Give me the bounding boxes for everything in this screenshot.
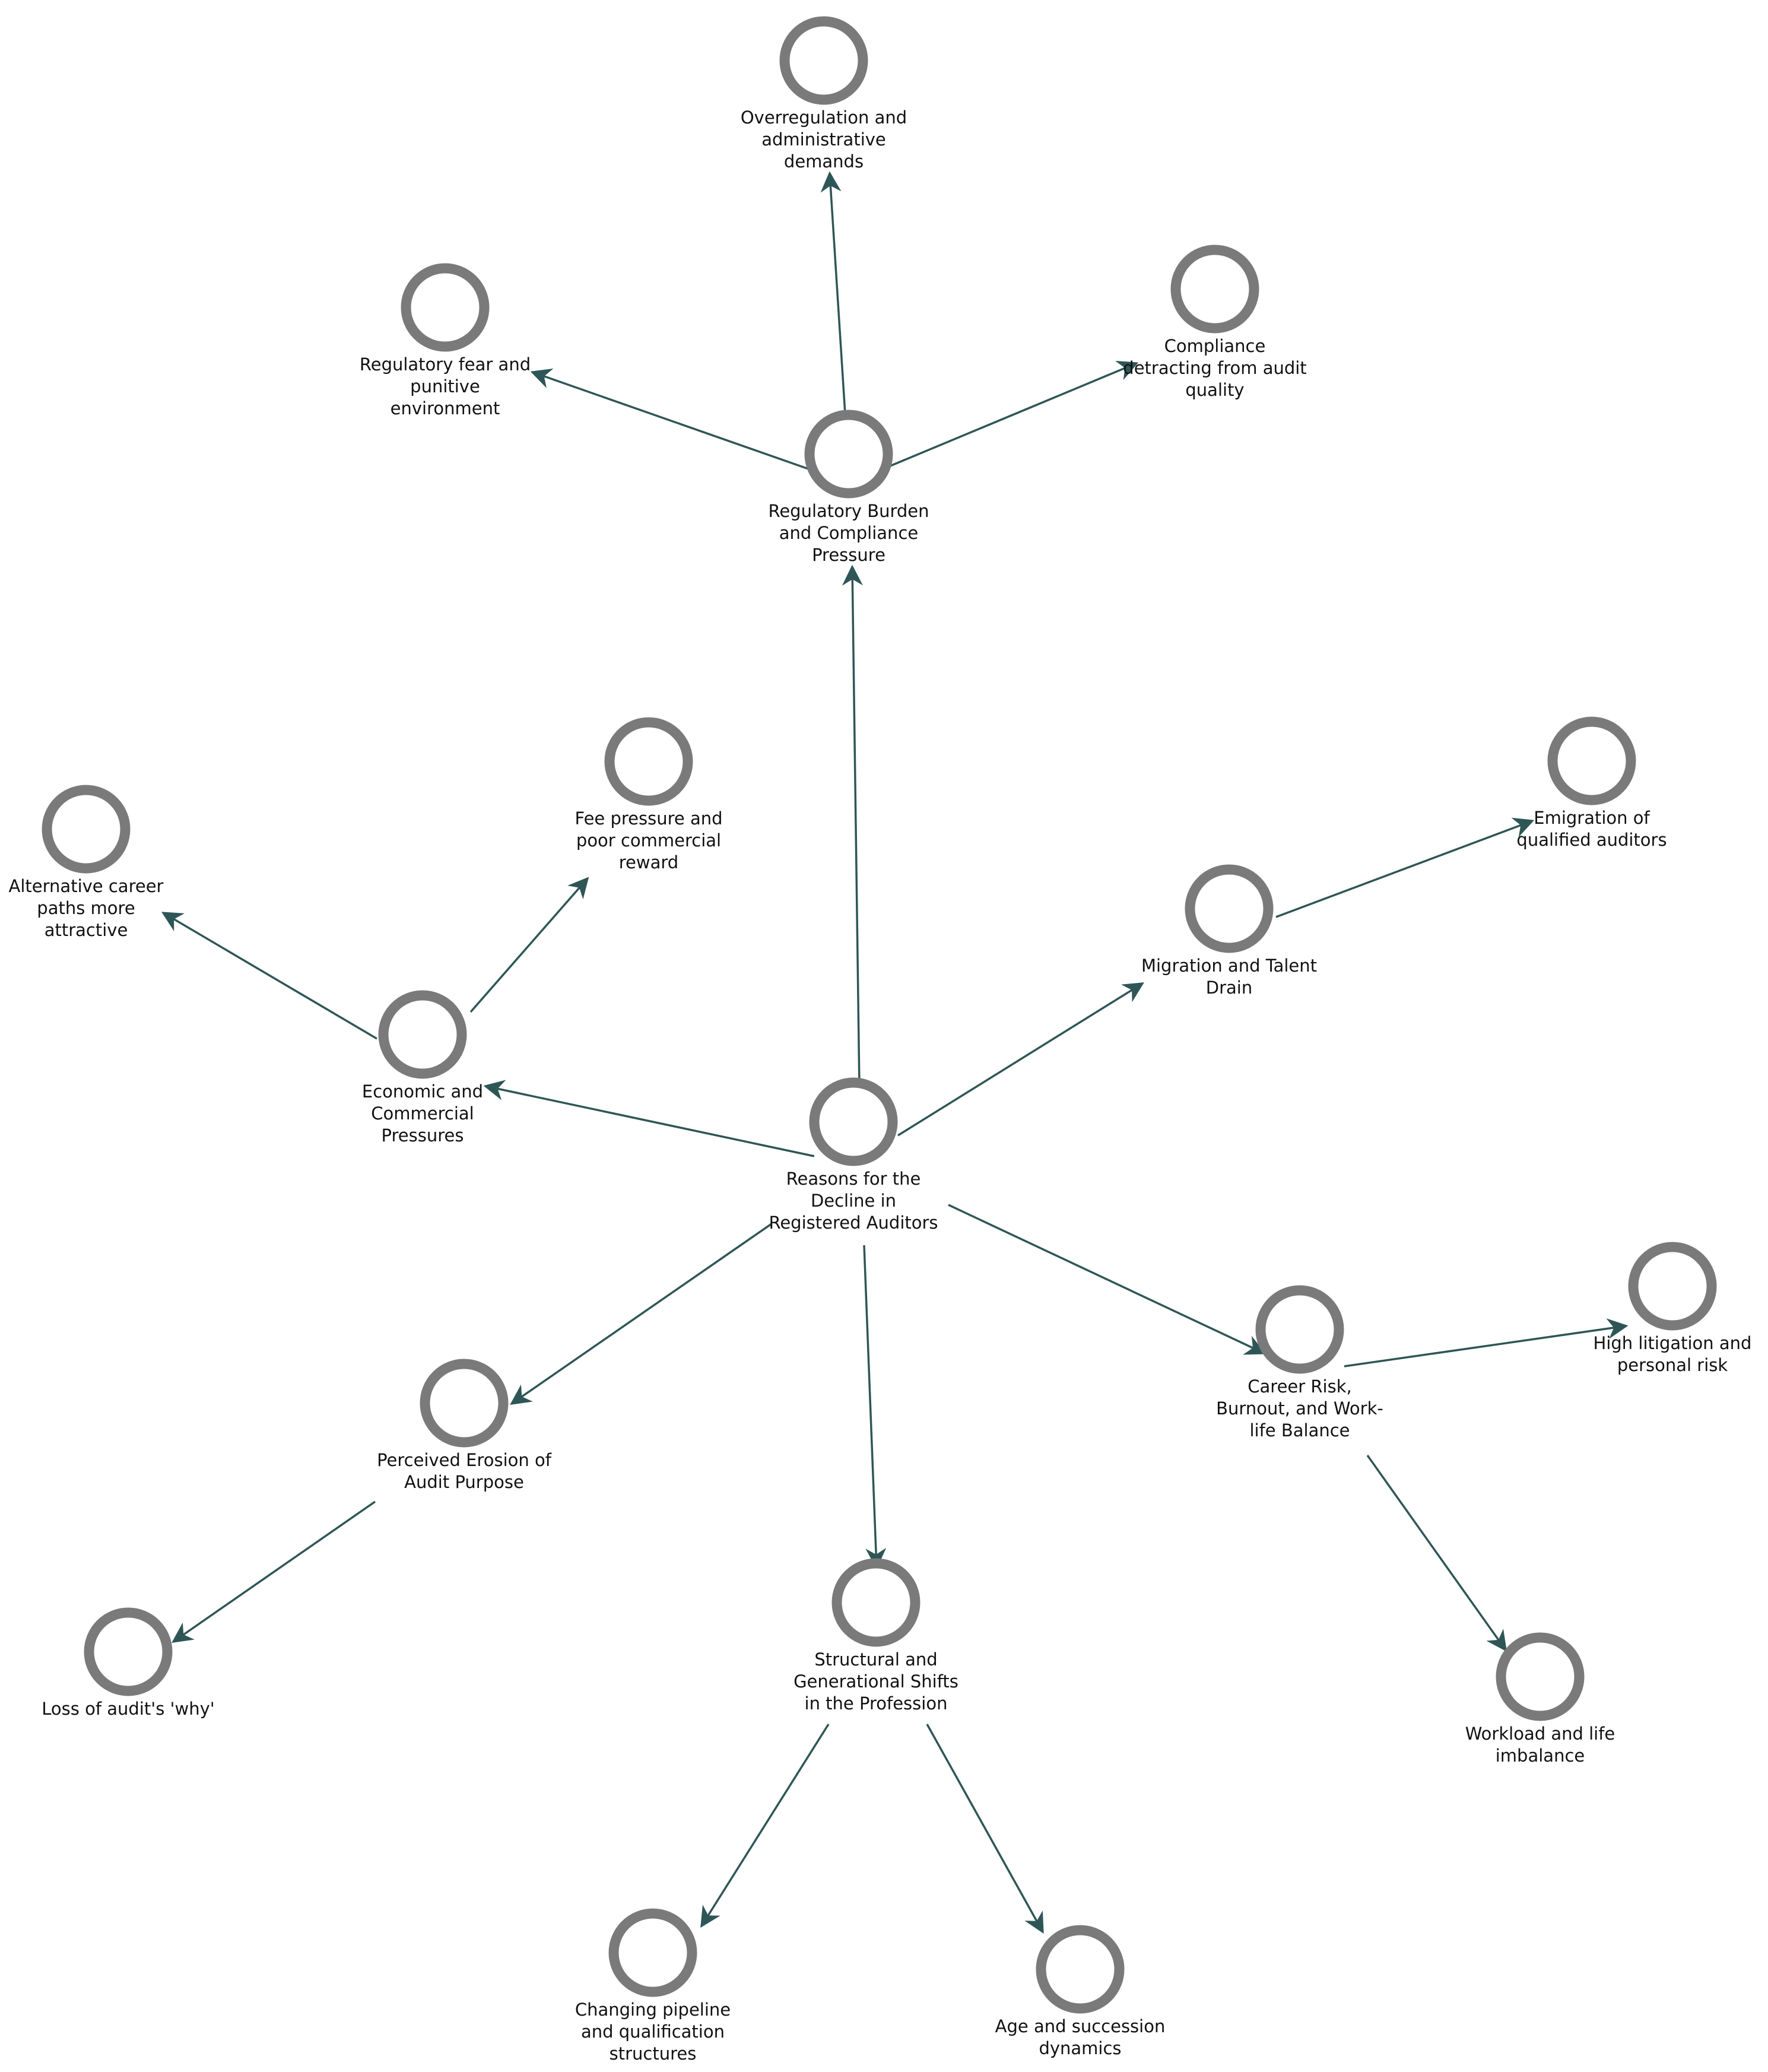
nodes-layer: [42, 16, 1717, 2014]
node-circle-regulatory[interactable]: [804, 410, 893, 499]
edge-arrow-erosion-to-loss_why: [172, 1500, 376, 1643]
node-circle-pipeline[interactable]: [608, 1908, 697, 1997]
node-circle-economic[interactable]: [378, 990, 467, 1079]
node-label-litigation: High litigation and personal risk: [1593, 1333, 1752, 1375]
node-label-regulatory: Regulatory Burden and Compliance Pressur…: [768, 501, 929, 565]
node-label-workload: Workload and life imbalance: [1465, 1724, 1615, 1766]
edge-arrow-regulatory-to-overregulation: [820, 171, 846, 414]
edge-arrow-root-to-erosion: [510, 1223, 772, 1405]
node-label-erosion: Perceived Erosion of Audit Purpose: [377, 1450, 551, 1492]
node-label-reg_fear: Regulatory fear and punitive environment: [359, 354, 531, 418]
node-label-pipeline: Changing pipeline and qualification stru…: [574, 2000, 731, 2064]
node-label-structural: Structural and Generational Shifts in th…: [793, 1649, 958, 1714]
node-circle-erosion[interactable]: [420, 1359, 509, 1448]
node-label-loss_why: Loss of audit's 'why': [42, 1699, 215, 1719]
node-circle-emigration[interactable]: [1547, 716, 1636, 805]
edge-arrow-career-to-litigation: [1344, 1318, 1629, 1367]
node-label-economic: Economic and Commercial Pressures: [361, 1081, 484, 1146]
node-circle-fee[interactable]: [604, 717, 693, 806]
node-circle-overregulation[interactable]: [779, 16, 868, 105]
edge-arrow-migration-to-emigration: [1275, 817, 1535, 918]
node-label-alternative: Alternative career paths more attractive: [8, 876, 164, 940]
node-circle-alternative[interactable]: [42, 785, 131, 874]
edge-arrow-structural-to-pipeline: [700, 1724, 830, 1928]
edge-arrow-structural-to-age: [926, 1724, 1044, 1934]
node-circle-structural[interactable]: [831, 1558, 920, 1647]
node-circle-workload[interactable]: [1496, 1632, 1585, 1721]
edge-arrow-root-to-migration: [897, 982, 1144, 1137]
edge-arrow-root-to-structural: [863, 1245, 887, 1569]
node-circle-compliance[interactable]: [1170, 245, 1259, 334]
node-label-compliance: Compliance detracting from audit quality: [1123, 336, 1307, 400]
node-label-emigration: Emigration of qualified auditors: [1516, 808, 1667, 850]
edge-arrow-career-to-workload: [1366, 1454, 1507, 1652]
node-label-fee: Fee pressure and poor commercial reward: [574, 808, 723, 872]
edge-arrow-regulatory-to-compliance: [890, 360, 1139, 467]
node-label-career: Career Risk, Burnout, and Work- life Bal…: [1216, 1376, 1383, 1440]
edge-arrow-regulatory-to-reg_fear: [530, 368, 809, 470]
node-label-overregulation: Overregulation and administrative demand…: [740, 107, 907, 172]
node-circle-migration[interactable]: [1185, 864, 1274, 953]
edge-arrow-economic-to-alternative: [161, 912, 377, 1040]
node-label-migration: Migration and Talent Drain: [1141, 956, 1318, 998]
edge-arrow-root-to-career: [948, 1204, 1267, 1355]
node-circle-root[interactable]: [809, 1077, 898, 1166]
edge-arrow-root-to-regulatory: [842, 564, 863, 1087]
node-label-root: Reasons for the Decline in Registered Au…: [769, 1169, 938, 1233]
node-circle-career[interactable]: [1255, 1285, 1344, 1374]
node-circle-loss_why[interactable]: [84, 1607, 173, 1696]
node-circle-age[interactable]: [1036, 1925, 1125, 2014]
node-label-age: Age and succession dynamics: [995, 2016, 1166, 2058]
node-circle-reg_fear[interactable]: [401, 263, 490, 352]
node-circle-litigation[interactable]: [1628, 1242, 1717, 1331]
edge-arrow-root-to-economic: [483, 1080, 815, 1157]
edges-layer: [161, 171, 1629, 1934]
edge-arrow-economic-to-fee: [469, 877, 589, 1013]
